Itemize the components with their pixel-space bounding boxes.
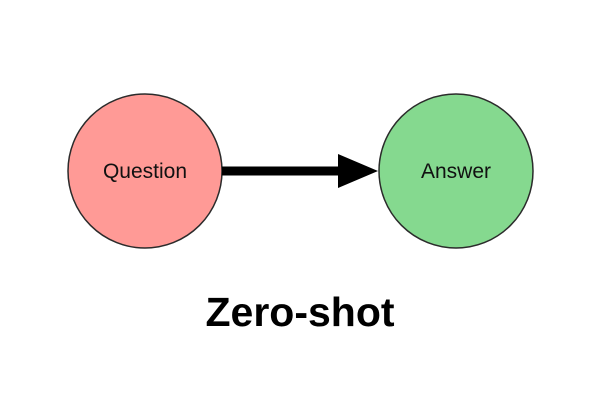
node-answer: Answer xyxy=(378,93,534,249)
edge-question-to-answer xyxy=(222,154,378,188)
answer-label: Answer xyxy=(421,160,491,183)
node-question: Question xyxy=(67,93,223,249)
question-label: Question xyxy=(103,160,187,183)
answer-circle xyxy=(378,93,534,249)
diagram-caption: Zero-shot xyxy=(205,289,395,335)
arrow-head xyxy=(338,154,378,188)
